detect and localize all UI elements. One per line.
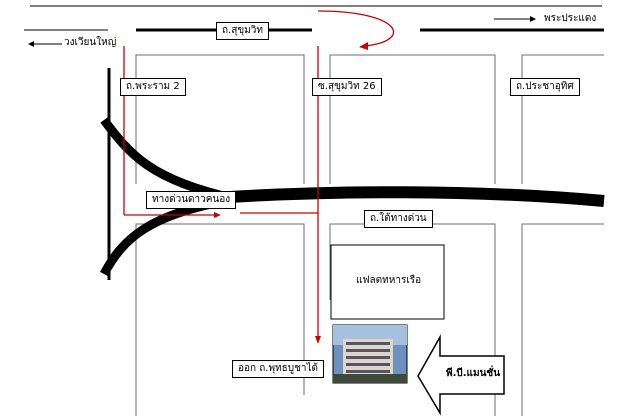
label-dao-khanong-expressway: ทางด่วนดาวคนอง bbox=[146, 191, 237, 209]
route-u-turn-head bbox=[359, 42, 368, 50]
block-lower-1 bbox=[135, 223, 305, 416]
label-prakanong: พระประแดง bbox=[544, 13, 597, 24]
expressway-lower-ramp bbox=[100, 195, 233, 277]
route-u-turn bbox=[317, 10, 395, 47]
label-sukhumvit-road: ถ.สุขุมวิท bbox=[216, 22, 269, 40]
label-rama2-road: ถ.พระราม 2 bbox=[120, 78, 186, 96]
expressway-main bbox=[229, 186, 605, 207]
prakanong-arrow-head bbox=[530, 16, 536, 22]
block-upper-3 bbox=[521, 54, 604, 184]
pb-mansion-arrow bbox=[417, 334, 505, 416]
wongwian-yai-arrow-head bbox=[28, 41, 34, 47]
label-navy-flats: แฟลตทหารเรือ bbox=[356, 275, 422, 286]
route-soi26-head bbox=[315, 336, 321, 344]
label-exit-phutthabucha: ออก ถ.พุทธบูชาได้ bbox=[232, 360, 325, 378]
block-lower-3 bbox=[521, 223, 604, 416]
label-wongwian-yai: วงเวียนใหญ่ bbox=[64, 37, 117, 48]
block-upper-2 bbox=[329, 54, 496, 184]
label-soi-sukhumvit-26: ซ.สุขุมวิท 26 bbox=[312, 78, 382, 96]
label-pb-mansion: พี.บี.แมนชั่น bbox=[446, 368, 501, 379]
route-to-expressway-head bbox=[214, 212, 221, 218]
expressway-upper-ramp bbox=[100, 117, 233, 203]
label-under-expressway-road: ถ.ใต้ทางด่วน bbox=[364, 210, 433, 228]
navy-flats-building bbox=[330, 244, 445, 320]
block-upper-1 bbox=[135, 54, 305, 184]
pb-mansion-photo bbox=[332, 324, 408, 384]
label-pracha-uthit-road: ถ.ประชาอุทิศ bbox=[510, 78, 580, 96]
